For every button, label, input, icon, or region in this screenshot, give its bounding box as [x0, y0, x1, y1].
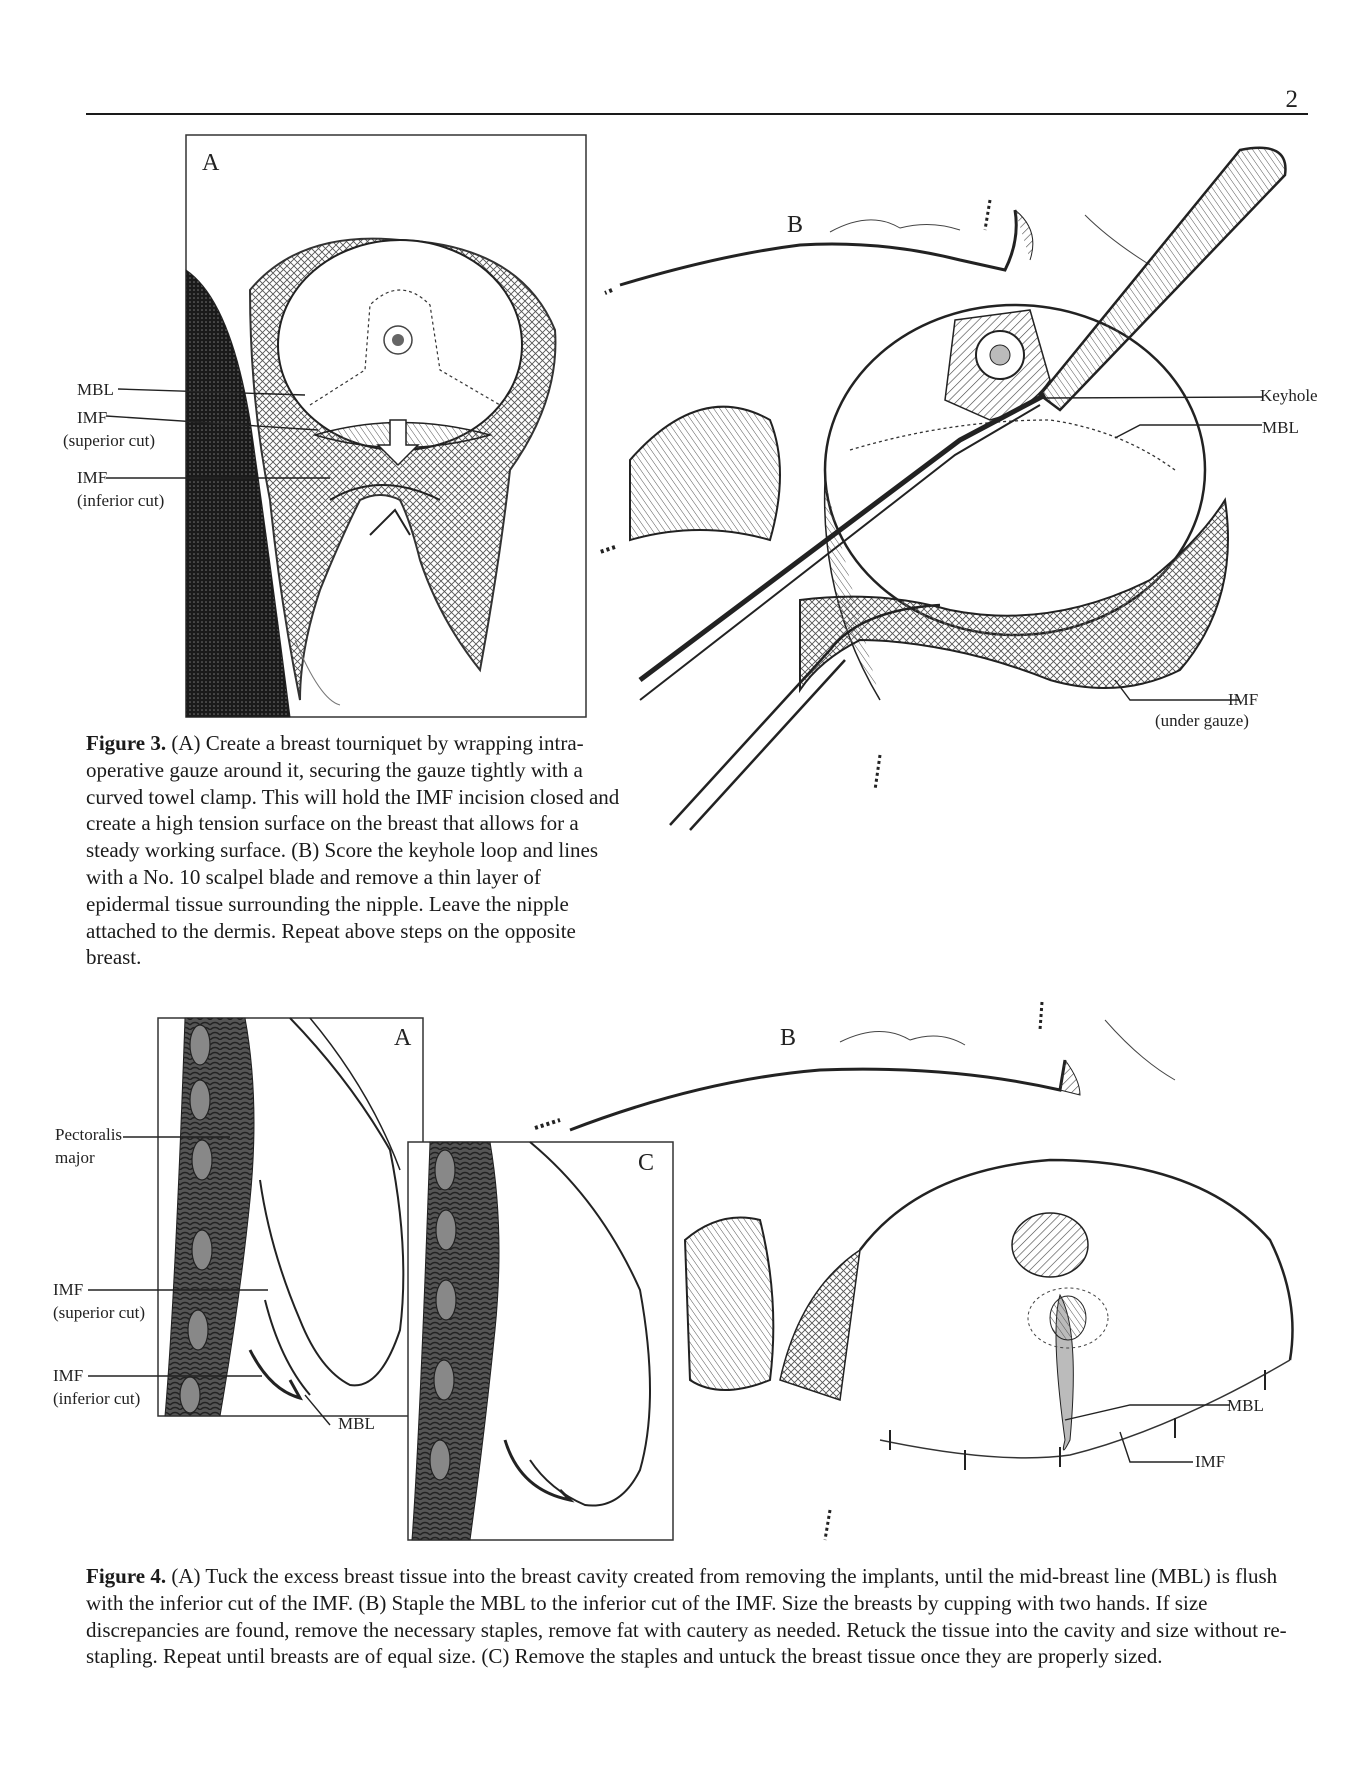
fig3-b-leaders [1044, 396, 1263, 701]
fig4-a-label-imf-2: IMF [53, 1366, 84, 1385]
fig4-b-label-mbl: MBL [1227, 1396, 1264, 1415]
fig4-a-label-pectoralis: Pectoralis [55, 1125, 123, 1144]
figure4-caption-text: (A) Tuck the excess breast tissue into t… [86, 1564, 1287, 1669]
page-number: 2 [1285, 86, 1299, 113]
fig4-b-label-imf: IMF [1195, 1452, 1226, 1471]
fig3-panel-b-letter: B [787, 212, 804, 238]
figure3-caption-text: (A) Create a breast tourniquet by wrappi… [86, 731, 620, 970]
fig4-panel-a-letter: A [394, 1025, 412, 1051]
fig3-a-label-mbl: MBL [77, 380, 114, 399]
fig4-a-label-mbl: MBL [338, 1414, 375, 1433]
fig4-panel-c-letter: C [638, 1150, 655, 1176]
figure4-caption-label: Figure 4. [86, 1564, 167, 1588]
fig4-panel-b-drawing [534, 1001, 1294, 1541]
fig4-panel-a-drawing [157, 1017, 424, 1417]
fig3-panel-a-letter: A [202, 150, 220, 176]
fig4-a-label-major: major [55, 1148, 95, 1167]
fig4-a-label-superior-cut: (superior cut) [53, 1303, 146, 1322]
fig3-b-label-imf: IMF [1228, 690, 1259, 709]
fig3-b-label-mbl: MBL [1262, 418, 1299, 437]
fig4-a-label-inferior-cut: (inferior cut) [53, 1389, 141, 1408]
fig3-b-label-keyhole: Keyhole [1260, 386, 1318, 405]
fig3-b-label-under-gauze: (under gauze) [1155, 711, 1249, 730]
fig4-b-leaders [1064, 1404, 1230, 1463]
figure3-caption-label: Figure 3. [86, 731, 167, 755]
fig3-a-label-imf-1: IMF [77, 408, 108, 427]
fig4-panel-b-letter: B [780, 1025, 797, 1051]
fig3-a-leaders [105, 388, 330, 479]
fig3-panel-a-drawing [185, 134, 587, 718]
fig4-a-leaders [88, 1136, 331, 1426]
figure4-caption: Figure 4. (A) Tuck the excess breast tis… [86, 1563, 1311, 1670]
fig3-a-label-superior-cut: (superior cut) [63, 431, 156, 450]
fig3-a-label-imf-2: IMF [77, 468, 108, 487]
figure3-caption: Figure 3. (A) Create a breast tourniquet… [86, 730, 626, 971]
header-rule [86, 113, 1308, 115]
fig3-panel-b-drawing [599, 146, 1287, 831]
fig4-a-label-imf-1: IMF [53, 1280, 84, 1299]
fig4-panel-c-drawing [407, 1141, 674, 1541]
fig3-a-label-inferior-cut: (inferior cut) [77, 491, 165, 510]
